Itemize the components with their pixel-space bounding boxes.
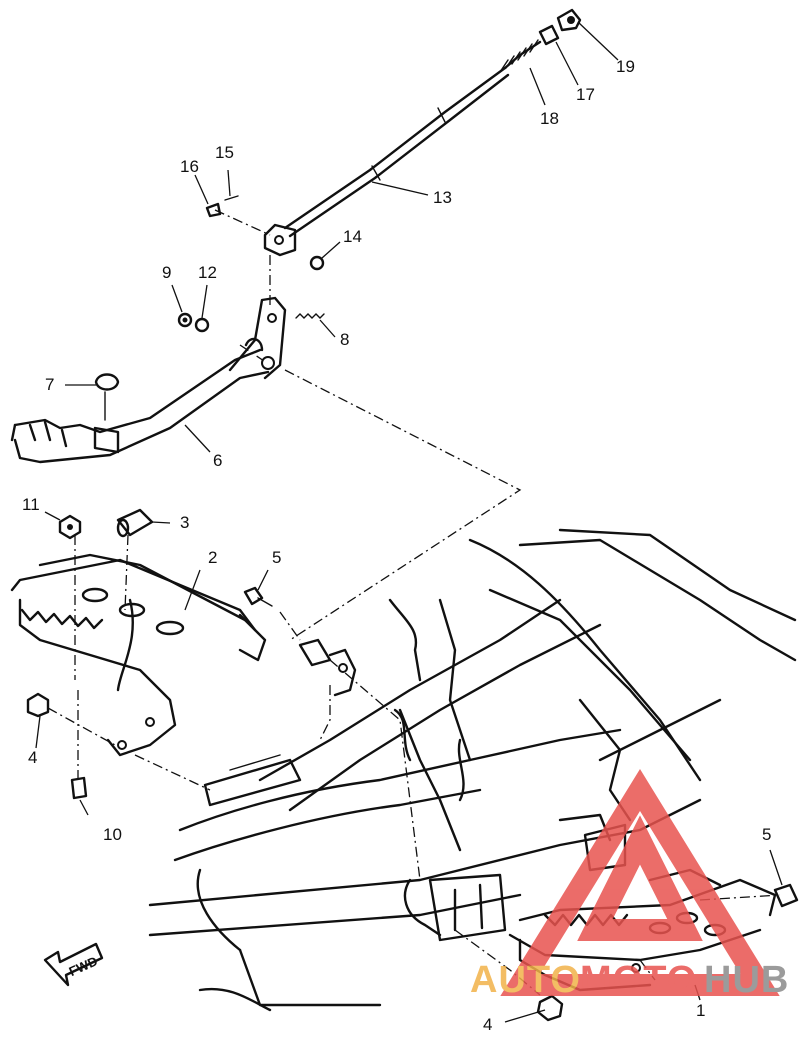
- callout-4a: 4: [28, 748, 37, 767]
- assembly-lines: [47, 209, 781, 996]
- callout-19: 19: [616, 57, 635, 76]
- adjusting-nut: [538, 24, 560, 46]
- watermark-triangle-icon: [500, 769, 780, 996]
- lock-nut: [58, 514, 82, 540]
- callouts: 1 2 3 4 4 5 5 6 7 8 9 10 11 12 13 14 15 …: [22, 57, 771, 1034]
- leader-lines: [35, 21, 783, 1023]
- callout-13: 13: [433, 188, 452, 207]
- callout-10: 10: [103, 825, 122, 844]
- callout-15: 15: [215, 143, 234, 162]
- callout-2: 2: [208, 548, 217, 567]
- callout-6: 6: [213, 451, 222, 470]
- callout-4b: 4: [483, 1015, 492, 1034]
- frame-outline: [148, 528, 797, 1012]
- forward-arrow: FWD: [43, 942, 104, 987]
- callout-5b: 5: [762, 825, 771, 844]
- callout-8: 8: [340, 330, 349, 349]
- brake-rod: [283, 39, 542, 238]
- watermark-text-auto: AUTO: [470, 959, 581, 1001]
- callout-11: 11: [22, 495, 40, 514]
- bolt-lower: [70, 776, 88, 800]
- callout-16: 16: [180, 157, 199, 176]
- callout-18: 18: [540, 109, 559, 128]
- small-hardware: [177, 195, 325, 333]
- callout-14: 14: [343, 227, 362, 246]
- pivot-shaft: [298, 638, 357, 697]
- left-footrest-bracket: [10, 553, 267, 757]
- callout-9: 9: [162, 263, 171, 282]
- callout-7: 7: [45, 375, 54, 394]
- callout-5a: 5: [272, 548, 281, 567]
- wing-nut: [556, 8, 582, 32]
- callout-1: 1: [696, 1001, 705, 1020]
- watermark-text-hub: HUB: [704, 959, 789, 1001]
- callout-12: 12: [198, 263, 217, 282]
- bolt-upper: [243, 586, 273, 607]
- rod-clevis: [263, 223, 297, 257]
- brake-pedal: [10, 296, 287, 464]
- callout-3: 3: [180, 513, 189, 532]
- callout-17: 17: [576, 85, 595, 104]
- pivot-pin: [116, 508, 154, 538]
- watermark-logo: AUTO MOTO HUB: [470, 769, 789, 1001]
- pedal-pad: [94, 373, 120, 421]
- bolt-right: [773, 883, 799, 908]
- bolt-left: [26, 692, 50, 718]
- watermark-text-moto: MOTO: [580, 959, 697, 1001]
